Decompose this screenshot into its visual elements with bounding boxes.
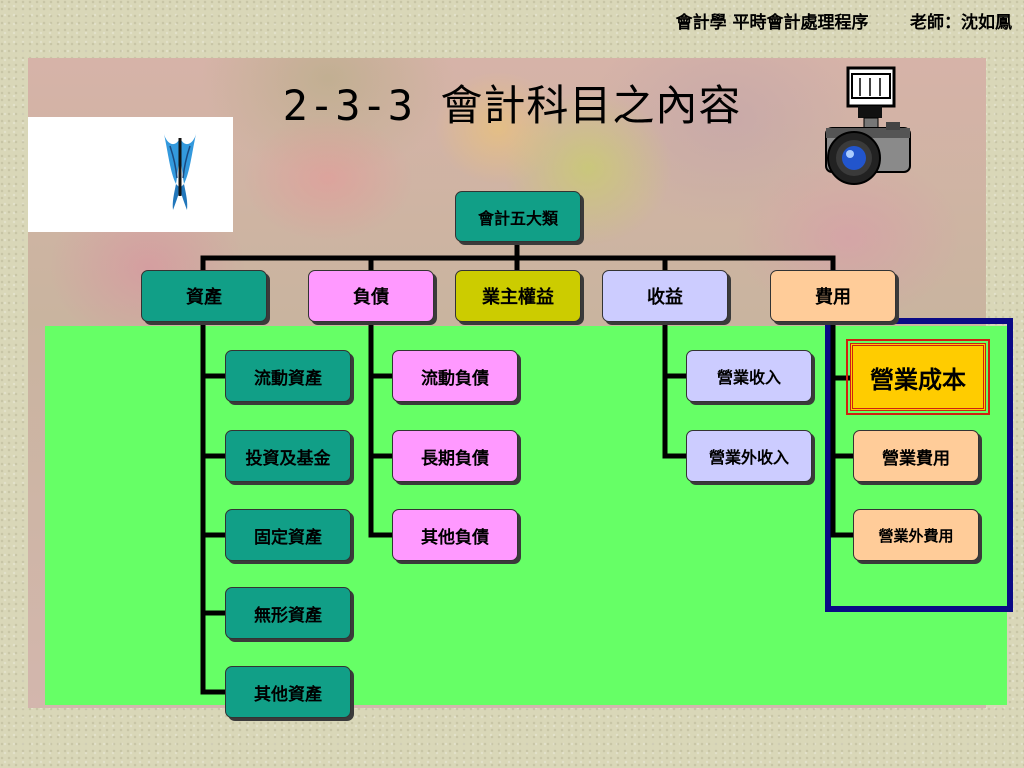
- node-revenue-item: 營業收入: [686, 350, 812, 402]
- node-liability-item: 其他負債: [392, 509, 518, 561]
- node-category-revenue: 收益: [602, 270, 728, 322]
- course-title: 會計學 平時會計處理程序: [675, 13, 869, 33]
- teacher-name: 老師：沈如鳳: [910, 13, 1012, 33]
- node-category-liabilities: 負債: [308, 270, 434, 322]
- node-expense-item: 營業外費用: [853, 509, 979, 561]
- node-liability-item: 長期負債: [392, 430, 518, 482]
- node-asset-item: 流動資產: [225, 350, 351, 402]
- node-category-assets: 資產: [141, 270, 267, 322]
- node-root: 會計五大類: [455, 191, 581, 242]
- node-expense-item-highlighted: 營業成本: [846, 339, 990, 415]
- node-asset-item: 固定資產: [225, 509, 351, 561]
- node-liability-item: 流動負債: [392, 350, 518, 402]
- node-category-equity: 業主權益: [455, 270, 581, 322]
- node-asset-item: 無形資產: [225, 587, 351, 639]
- page-title: 2-3-3 會計科目之內容: [282, 81, 742, 130]
- node-asset-item: 其他資產: [225, 666, 351, 718]
- node-expense-item: 營業費用: [853, 430, 979, 482]
- white-panel: [28, 117, 233, 232]
- camera-icon: [825, 66, 911, 185]
- node-asset-item: 投資及基金: [225, 430, 351, 482]
- header-text: 會計學 平時會計處理程序 老師：沈如鳳: [676, 8, 1012, 33]
- butterfly-icon: [164, 134, 196, 210]
- node-category-expenses: 費用: [770, 270, 896, 322]
- node-revenue-item: 營業外收入: [686, 430, 812, 482]
- highlight-frame: [825, 318, 1013, 612]
